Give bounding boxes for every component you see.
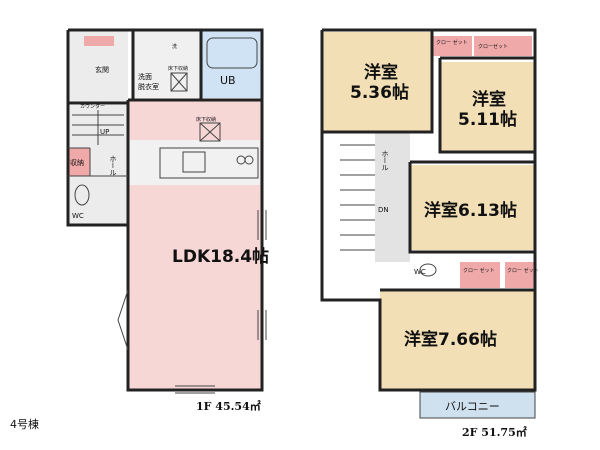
- ldk-label: LDK18.4帖: [172, 246, 269, 267]
- stove-burner-icon: [244, 155, 254, 165]
- bed4-label: 洋室7.66帖: [404, 329, 497, 350]
- underfloor-storage-box: [199, 122, 221, 142]
- wc-label-1f: WC: [72, 212, 84, 220]
- storage-closet: [68, 148, 90, 176]
- bedroom-7-66: [380, 290, 535, 390]
- building-label: 4号棟: [10, 417, 39, 431]
- underfloor-label-ldk: 床下収納: [196, 116, 216, 123]
- entrance-label: 玄関: [95, 65, 109, 74]
- toilet-icon: [74, 184, 90, 206]
- closet-a-label: クロー ゼット: [436, 39, 468, 46]
- hall-label-2f: ホール: [381, 150, 389, 171]
- up-label: UP: [100, 128, 109, 136]
- bed2-size: 5.11帖: [458, 109, 517, 130]
- floor2-inner-walls: [322, 30, 535, 292]
- bedroom-5-11: [440, 62, 535, 152]
- closet-b: [474, 36, 532, 56]
- bed1-name: 洋室: [364, 62, 398, 83]
- closet-d-label: クロー ゼット: [507, 267, 539, 274]
- staircase-1f: [72, 110, 124, 145]
- underfloor-label-wash: 床下収納: [168, 65, 188, 72]
- storage-walls: [68, 147, 128, 177]
- bed2-name: 洋室: [472, 89, 506, 110]
- floor2-outer-wall: [320, 28, 537, 392]
- washroom-storage-cross-icon: [170, 72, 188, 92]
- washroom-storage-box: [170, 72, 188, 92]
- bedroom-6-13: [410, 165, 535, 250]
- washroom-label-1: 洗面: [138, 72, 152, 81]
- hall-area-2f: [375, 132, 410, 262]
- storage-label: 収納: [70, 158, 84, 167]
- dn-label: DN: [378, 206, 389, 214]
- floor1-area-label: 1F 45.54㎡: [196, 399, 261, 413]
- underfloor-storage-cross-icon: [199, 122, 221, 142]
- closet-c: [460, 262, 500, 288]
- kitchen-sink: [182, 151, 206, 173]
- bath-label: UB: [220, 74, 236, 87]
- washroom-area: [133, 30, 201, 98]
- bed1-size: 5.36帖: [350, 82, 409, 103]
- toilet-icon-2f: [419, 263, 437, 277]
- closet-c-label: クロー ゼット: [463, 267, 495, 274]
- counter-label: カウンター: [80, 103, 105, 110]
- floor2-area-label: 2F 51.75㎡: [462, 425, 527, 439]
- hall-label-1f: ホール: [109, 155, 117, 176]
- kitchen-counter: [159, 147, 259, 179]
- washer-label: 洗: [172, 43, 177, 50]
- bedroom-5-36: [322, 32, 432, 132]
- balcony-label: バルコニー: [445, 400, 500, 413]
- balcony-border: [419, 391, 536, 419]
- floor1-windows: [117, 210, 267, 394]
- shoe-closet: [84, 36, 114, 46]
- balcony-area: [420, 392, 535, 418]
- bathtub: [206, 37, 258, 69]
- bed3-label: 洋室6.13帖: [424, 200, 517, 221]
- wc-label-2f: WC: [414, 268, 426, 276]
- floor1-inner-walls: [68, 30, 203, 105]
- bathroom-area: [201, 30, 261, 98]
- closet-a: [432, 36, 472, 56]
- closet-d: [505, 262, 535, 288]
- floor2-plan: 洋室 5.36帖 洋室 5.11帖 洋室6.13帖 洋室7.66帖 ホール DN…: [320, 28, 539, 439]
- floor1-plan: LDK18.4帖 玄関 洗面 脱衣室 UB ホール 収納 WC UP カウンター…: [66, 28, 269, 413]
- staircase-2f: [340, 144, 375, 251]
- washroom-label-2: 脱衣室: [138, 82, 159, 91]
- closet-b-label: クローゼット: [478, 43, 508, 50]
